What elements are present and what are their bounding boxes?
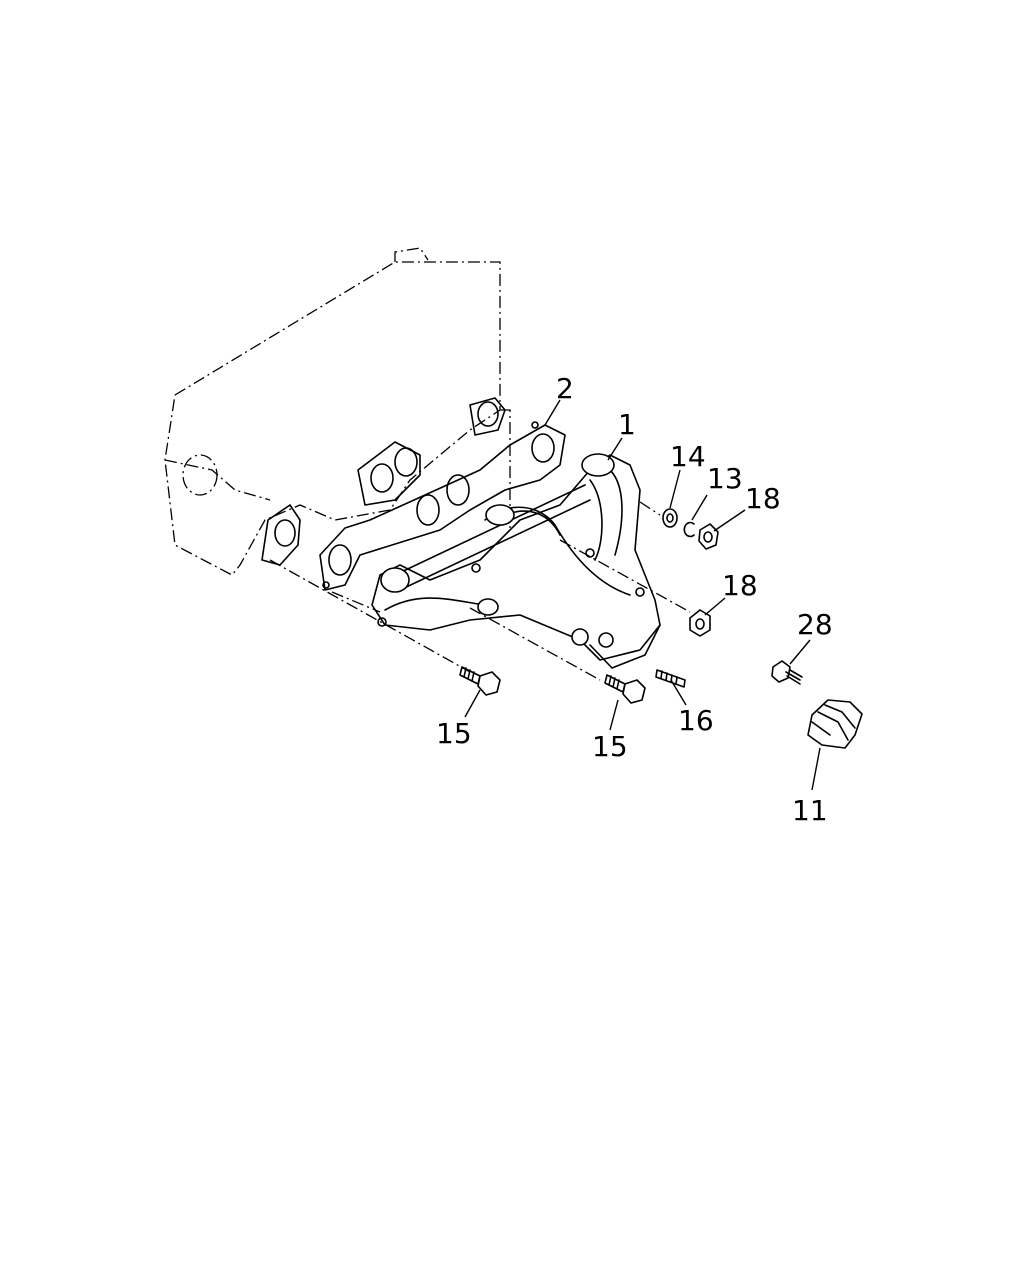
callout-16: 16 — [678, 704, 714, 737]
callout-2: 2 — [556, 372, 574, 405]
callout-11: 11 — [792, 794, 828, 827]
bolt-15-center — [604, 674, 646, 704]
callout-15-center: 15 — [592, 730, 628, 763]
callout-15-left: 15 — [436, 717, 472, 750]
head-gasket-ports — [261, 397, 506, 566]
callout-14: 14 — [670, 440, 706, 473]
heat-shield-11 — [807, 699, 863, 749]
callout-13: 13 — [707, 462, 743, 495]
leader-lines — [464, 399, 821, 791]
washer-14 — [662, 508, 678, 528]
exhaust-manifold — [371, 453, 661, 669]
cylinder-head — [164, 247, 511, 576]
bolt-15-left — [459, 666, 501, 696]
callout-18-upper: 18 — [745, 482, 781, 515]
stud-16 — [655, 669, 686, 688]
alignment-lines — [269, 501, 691, 681]
callout-labels: 2 1 14 13 18 18 28 15 15 16 11 — [436, 372, 833, 827]
callout-28: 28 — [797, 608, 833, 641]
nut-18-lower — [689, 609, 711, 637]
callout-18-lower: 18 — [722, 569, 758, 602]
clip-13 — [683, 521, 695, 538]
callout-1: 1 — [618, 408, 636, 441]
bolt-28 — [771, 660, 803, 685]
nut-18-upper — [698, 523, 719, 550]
manifold-gasket — [319, 421, 566, 591]
